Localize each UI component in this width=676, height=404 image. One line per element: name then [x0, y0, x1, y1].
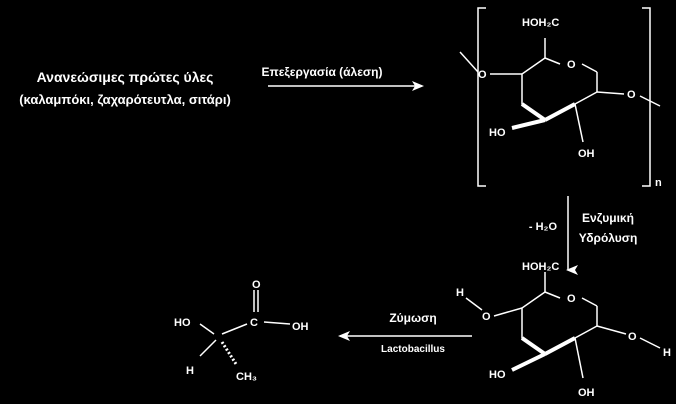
polymer-right-oxygen: O [627, 89, 636, 101]
glucose-h-left: H [456, 287, 464, 299]
step3-organism: Lactobacillus [381, 344, 445, 355]
polymer-oh-b: OH [578, 148, 595, 160]
polymer-bracket-right [642, 7, 651, 187]
lactic-acid-structure [199, 290, 291, 365]
lactic-ho: HO [174, 317, 191, 329]
glucose-right-oxygen: O [628, 331, 637, 343]
step3-label: Ζύμωση [389, 311, 436, 325]
polymer-subscript-n: n [655, 177, 662, 189]
lactic-h: H [186, 365, 194, 377]
raw-materials-subtitle: (καλαμπόκι, ζαχαρότευτλα, σιτάρι) [19, 92, 231, 107]
polymer-bracket-left [477, 7, 486, 187]
glucose-oh-a: HO [489, 369, 506, 381]
step1-label: Επεξεργασία (άλεση) [262, 65, 383, 79]
glucose-h-right: H [663, 347, 671, 359]
glucose-structure [465, 272, 661, 379]
step2-line1: Ενζυμική [582, 211, 634, 225]
glucose-oh-b: OH [578, 387, 595, 399]
lactic-ch3: CH₃ [236, 371, 257, 383]
step2-minus-water: - H₂O [529, 221, 558, 233]
raw-materials-title: Ανανεώσιμες πρώτες ύλες [37, 69, 214, 85]
lactic-carboxyl-carbon: C [250, 317, 258, 329]
polymer-ch2oh: HOH₂C [522, 17, 559, 29]
polymer-structure [459, 7, 661, 187]
polymer-left-oxygen: O [478, 69, 487, 81]
glucose-ch2oh: HOH₂C [522, 261, 559, 273]
lactic-acid-oh: OH [292, 321, 309, 333]
step2-line2: Υδρόλυση [579, 231, 638, 245]
lactic-carbonyl-oxygen: O [252, 279, 261, 291]
polymer-oh-a: HO [489, 127, 506, 139]
glucose-left-oxygen: O [482, 311, 491, 323]
polymer-ring-oxygen: O [567, 59, 576, 71]
glucose-ring-oxygen: O [567, 293, 576, 305]
